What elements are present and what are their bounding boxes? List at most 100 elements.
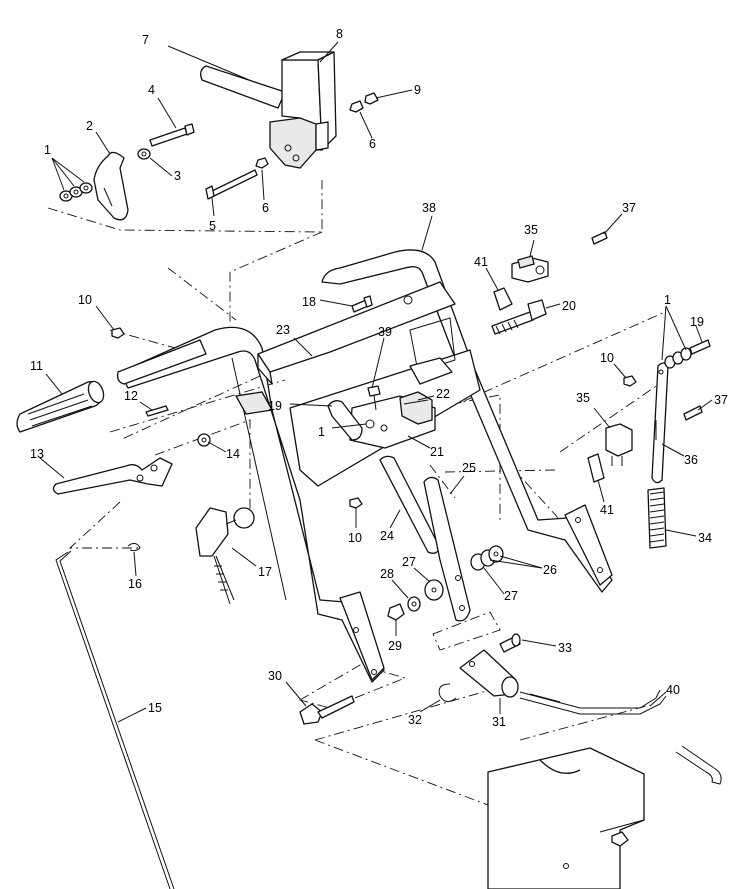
callout-16: 16 [128, 577, 142, 591]
callout-28: 28 [380, 567, 394, 581]
callout-4: 4 [148, 83, 155, 97]
callout-15: 15 [148, 701, 162, 715]
clip-16 [127, 542, 141, 552]
nut-10-center [349, 497, 363, 509]
lower-handle [119, 326, 385, 683]
callout-6-upper: 6 [369, 137, 376, 151]
callout-41-right: 41 [600, 503, 614, 517]
washer-14 [197, 433, 211, 447]
callout-41-top: 41 [474, 255, 488, 269]
grip-sleeve [116, 339, 207, 385]
bolt-4 [149, 123, 195, 147]
callout-19-right: 19 [690, 315, 704, 329]
nut-10-right [623, 375, 637, 387]
callout-8: 8 [336, 27, 343, 41]
callout-9: 9 [414, 83, 421, 97]
bolt-30 [299, 695, 355, 725]
callout-39: 39 [378, 325, 392, 339]
bolt-19-right [689, 339, 711, 355]
clevis-31 [459, 649, 519, 698]
pin-33 [499, 633, 521, 653]
nut-9 [364, 92, 379, 105]
callout-21: 21 [430, 445, 444, 459]
callout-20: 20 [562, 299, 576, 313]
callout-24: 24 [380, 529, 394, 543]
nut-6-lower [255, 157, 269, 169]
callout-25: 25 [462, 461, 476, 475]
rod-15 [55, 550, 175, 889]
bolt-20 [491, 299, 547, 335]
switch-35-right [605, 423, 633, 466]
nut-29 [387, 603, 405, 621]
callout-1-center: 1 [318, 425, 325, 439]
callout-40: 40 [666, 683, 680, 697]
callout-5: 5 [209, 219, 216, 233]
callout-22: 22 [436, 387, 450, 401]
washer-27-left [424, 579, 444, 601]
callout-37-right: 37 [714, 393, 728, 407]
callout-18: 18 [302, 295, 316, 309]
callout-1-top: 1 [44, 143, 51, 157]
grip-11 [16, 380, 105, 433]
bracket-17 [195, 507, 255, 605]
upper-handle-bracket [200, 51, 337, 169]
spring-34 [647, 487, 667, 549]
screw-37-right [683, 405, 703, 421]
callout-3: 3 [174, 169, 181, 183]
callout-34: 34 [698, 531, 712, 545]
mounting-frame [487, 747, 645, 889]
pin-12 [145, 405, 169, 417]
callout-2: 2 [86, 119, 93, 133]
washer-28 [407, 596, 421, 612]
callout-33: 33 [558, 641, 572, 655]
callout-12: 12 [124, 389, 138, 403]
callout-29: 29 [388, 639, 402, 653]
screw-37-top [591, 231, 608, 245]
nut-10-top [111, 327, 125, 339]
bolt-19-center [367, 385, 381, 411]
callout-17: 17 [258, 565, 272, 579]
callout-30: 30 [268, 669, 282, 683]
callout-14: 14 [226, 447, 240, 461]
washers-26-27 [470, 545, 504, 571]
control-bracket-21 [349, 391, 436, 449]
bracket-41-top [493, 287, 513, 311]
arm-25 [423, 476, 471, 622]
callout-10-right: 10 [600, 351, 614, 365]
latch-lever-2 [59, 151, 129, 221]
callout-labels: 7 8 4 9 2 1 3 6 5 6 38 37 35 41 18 20 10 [30, 27, 728, 729]
callout-7: 7 [142, 33, 149, 47]
callout-38: 38 [422, 201, 436, 215]
callout-31: 31 [492, 715, 506, 729]
callout-37-top: 37 [622, 201, 636, 215]
bolt-5 [205, 169, 258, 200]
callout-27-left: 27 [402, 555, 416, 569]
spacer-slot-bracket [327, 400, 363, 441]
nut-6-upper [349, 100, 364, 113]
callout-27-right: 27 [504, 589, 518, 603]
callout-35-top: 35 [524, 223, 538, 237]
callout-10-top: 10 [78, 293, 92, 307]
callout-26: 26 [543, 563, 557, 577]
lever-13 [52, 457, 173, 495]
callout-11: 11 [30, 359, 43, 373]
ring-32 [438, 683, 457, 702]
switch-35-top [511, 255, 549, 283]
bracket-41-right [587, 453, 605, 483]
link-36 [651, 362, 669, 484]
callout-35-right: 35 [576, 391, 590, 405]
washer-3 [137, 148, 151, 160]
callout-10-center: 10 [348, 531, 362, 545]
callout-36: 36 [684, 453, 698, 467]
screw-18 [351, 295, 373, 313]
callout-6-lower: 6 [262, 201, 269, 215]
main-handle-38 [321, 249, 613, 593]
callout-13: 13 [30, 447, 44, 461]
callout-23: 23 [276, 323, 290, 337]
callout-19-center: 19 [268, 399, 282, 413]
callout-32: 32 [408, 713, 422, 727]
washers-1-right [664, 347, 692, 369]
callout-1-right: 1 [664, 293, 671, 307]
